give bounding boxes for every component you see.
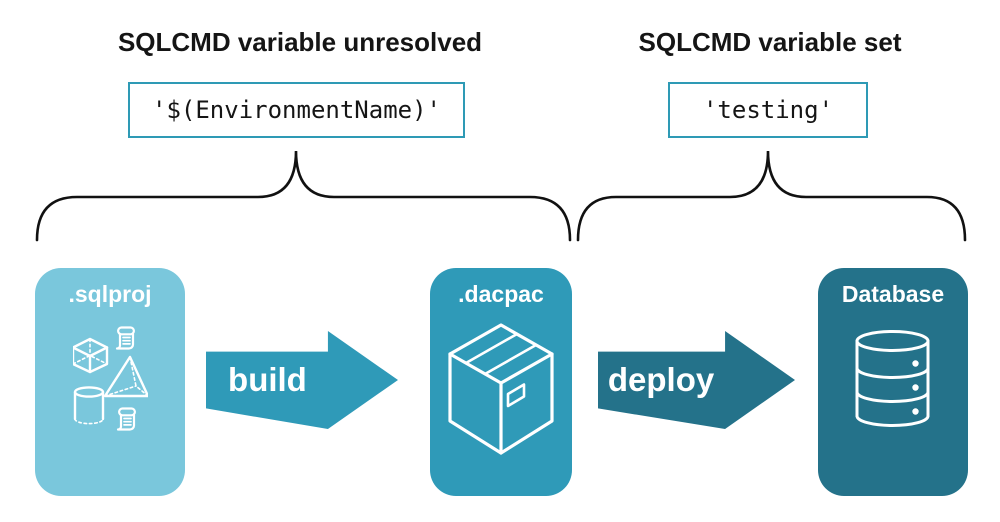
build-arrow: build [206,331,398,429]
brace-right [576,150,967,242]
node-sqlproj: .sqlproj [35,268,185,496]
database-icon [855,330,930,427]
code-box-set: 'testing' [668,82,868,138]
code-text-set: 'testing' [702,96,834,124]
sql-objects-icon [73,326,148,431]
heading-variable-unresolved: SQLCMD variable unresolved [117,27,483,57]
code-text-unresolved: '$(EnvironmentName)' [152,96,441,124]
heading-variable-set: SQLCMD variable set [638,27,902,57]
dacpac-label: .dacpac [458,281,544,307]
deploy-arrow: deploy [598,331,795,429]
database-label: Database [841,281,945,307]
build-arrow-label: build [228,361,307,398]
brace-left [35,150,572,242]
deploy-arrow-label: deploy [607,361,715,398]
code-box-unresolved: '$(EnvironmentName)' [128,82,465,138]
node-database: Database [818,268,968,496]
package-icon [448,323,554,455]
sqlproj-label: .sqlproj [68,281,152,307]
node-dacpac: .dacpac [430,268,572,496]
